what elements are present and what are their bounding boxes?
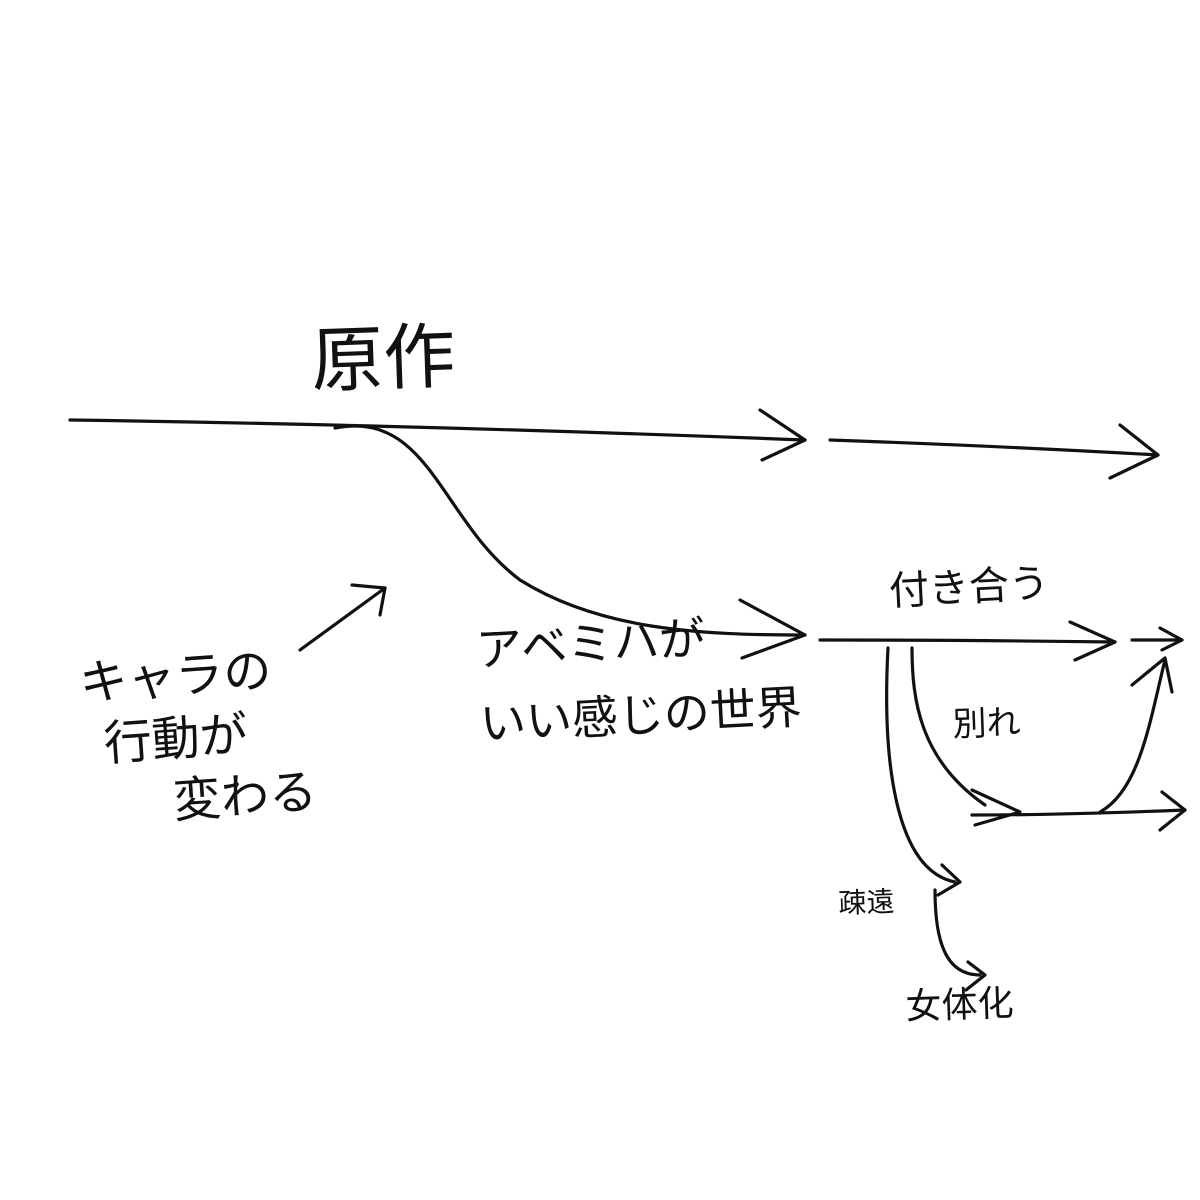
label-chara-line-1: キャラの <box>77 642 274 712</box>
dating-arrowhead <box>1068 620 1117 662</box>
original-timeline-arrowhead <box>758 408 807 462</box>
label-original-work: 原作 <box>309 313 457 403</box>
label-abemiha-line-1: アベミハが <box>474 611 707 677</box>
genderswap-branch-curve <box>933 888 982 977</box>
breakup-line <box>970 808 1187 817</box>
original-timeline-continuation-arrowhead <box>1108 423 1160 480</box>
estranged-branch-curve <box>885 646 957 884</box>
branch-arrowhead <box>738 598 807 660</box>
reunion-arrowhead <box>1130 656 1174 694</box>
branch-curve <box>333 424 807 637</box>
dating-line <box>818 638 1117 644</box>
label-estranged: 疎遠 <box>837 885 896 920</box>
label-chara-line-2: 行動が <box>101 706 250 773</box>
estranged-arrowhead <box>936 863 962 897</box>
breakup-branch-curve <box>910 646 987 807</box>
pointer-arrow-line <box>298 586 387 652</box>
label-dating: 付き合う <box>887 560 1051 615</box>
pointer-arrow-head <box>350 583 387 617</box>
dating-short-arrowhead <box>1158 626 1184 652</box>
reunion-curve <box>1098 658 1167 814</box>
breakup-arrowhead <box>1158 790 1187 832</box>
label-chara-line-3: 変わる <box>171 763 319 830</box>
genderswap-arrowhead <box>964 960 987 992</box>
breakup-short-arrow <box>970 788 1022 827</box>
original-timeline-line <box>68 418 807 442</box>
label-abemiha-world: アベミハが いい感じの世界 <box>474 610 803 751</box>
label-breakup: 別れ <box>951 702 1022 745</box>
label-genderswap: 女体化 <box>904 983 1015 1028</box>
label-character-actions-change: キャラの 行動が 変わる <box>77 642 319 832</box>
original-timeline-continuation-line <box>828 438 1160 457</box>
